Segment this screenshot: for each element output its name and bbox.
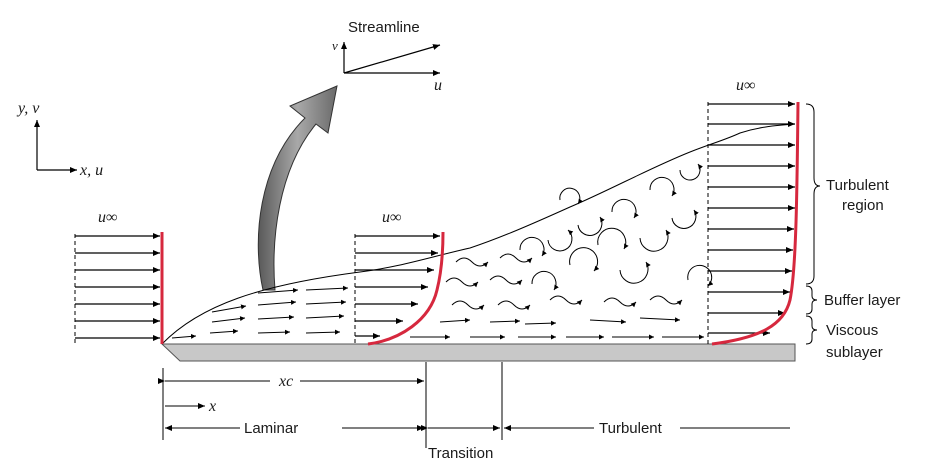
x-u-label: x, u: [79, 162, 103, 179]
turbulent-label: Turbulent: [599, 420, 663, 437]
v-inset-label: v: [332, 38, 338, 53]
viscous-sublayer-label-2: sublayer: [826, 344, 883, 361]
streamline-inset: Streamline v u: [332, 19, 442, 94]
u-inf-label-1: u∞: [98, 209, 117, 226]
turbulent-region-label-2: region: [842, 197, 884, 214]
region-braces: Turbulent region Buffer layer Viscous su…: [805, 103, 900, 361]
transition-label: Transition: [428, 445, 493, 462]
turbulent-region-label-1: Turbulent: [826, 177, 890, 194]
boundary-layer-edge: [161, 123, 796, 345]
dimension-lines: xc x Laminar Transition Turbulent: [158, 362, 790, 462]
viscous-sublayer-label-1: Viscous: [826, 322, 878, 339]
profile-leading-edge: u∞: [74, 209, 164, 344]
u-inset-label: u: [434, 77, 442, 94]
laminar-label: Laminar: [244, 420, 298, 437]
flat-plate: [160, 343, 796, 362]
laminar-flow-arrows: [171, 285, 349, 339]
u-inf-label-2: u∞: [382, 209, 401, 226]
xc-label: xc: [278, 373, 293, 390]
x-label: x: [208, 398, 216, 415]
zoom-arrow-icon: [257, 85, 338, 291]
coordinate-axes: y, v x, u: [16, 100, 103, 179]
profile-laminar: u∞: [354, 209, 445, 346]
profile-turbulent: u∞: [707, 77, 800, 346]
u-inf-label-3: u∞: [736, 77, 755, 94]
y-v-label: y, v: [16, 100, 40, 117]
streamline-label: Streamline: [348, 19, 420, 36]
turbulent-eddies: [410, 163, 714, 340]
buffer-layer-label: Buffer layer: [824, 292, 900, 309]
